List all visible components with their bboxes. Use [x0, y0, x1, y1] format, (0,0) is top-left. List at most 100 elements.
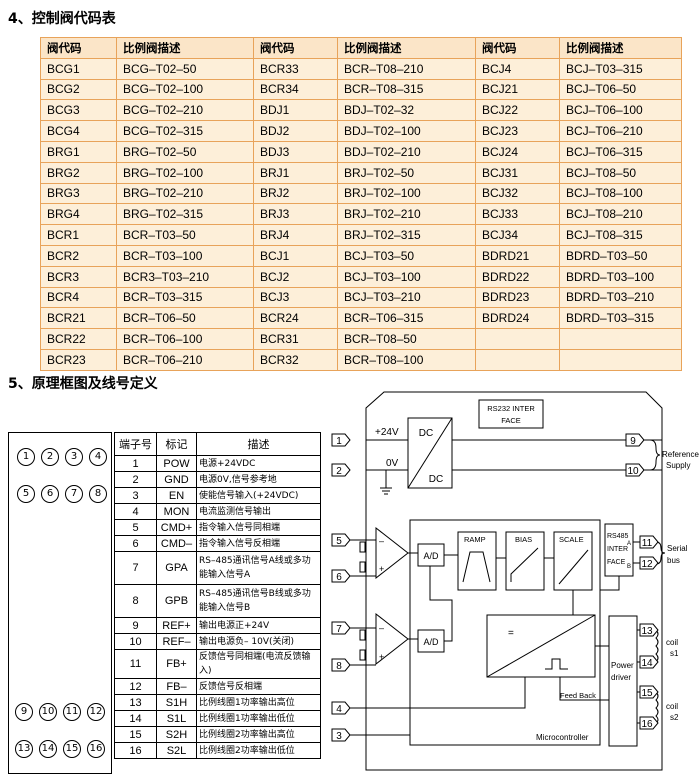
power-driver-box	[608, 615, 638, 747]
code-cell: BCR33	[253, 57, 338, 80]
pin-cell: REF+	[156, 617, 197, 634]
code-cell: BCR–T06–315	[337, 307, 476, 330]
coil-s2-label-1: coil	[666, 702, 678, 711]
code-cell: BCJ3	[253, 286, 338, 309]
code-cell: BCR3–T03–210	[116, 265, 254, 288]
pin-cell: MON	[156, 503, 197, 520]
wire-ad-lower-up	[429, 566, 453, 642]
diagram-terminal-11: 11	[639, 535, 659, 549]
code-cell: BCJ–T08–315	[559, 224, 682, 246]
section-4-title: 4、控制阀代码表	[8, 11, 116, 27]
zero-v-label: 0V	[386, 458, 399, 469]
code-cell: BCJ–T08–210	[559, 203, 682, 226]
pin-header-2: 描述	[196, 432, 321, 456]
terminal-circle-8: 8	[89, 485, 107, 503]
diagram-terminal-9: 9	[625, 433, 645, 447]
diagram-terminal-6: 6	[331, 569, 351, 583]
opamp-lower-plus: +	[379, 652, 384, 662]
pin-cell: 比例线圈2功率输出低位	[196, 742, 321, 759]
reference-brace	[649, 439, 661, 471]
code-cell: BCJ–T08–50	[559, 161, 682, 184]
pin-cell: GPB	[156, 584, 197, 618]
code-cell: BRG–T02–315	[116, 203, 254, 226]
diagram-terminal-14: 14	[639, 655, 659, 669]
pin-cell: S2L	[156, 742, 197, 759]
code-cell: BDRD–T03–50	[559, 244, 682, 267]
opamp-upper-plus: +	[379, 564, 384, 574]
resistor-upper-2	[359, 561, 366, 573]
code-cell: BDRD22	[475, 265, 560, 288]
code-cell: BCG–T02–100	[116, 78, 254, 101]
code-cell: BCJ1	[253, 244, 338, 267]
dcdc-converter	[407, 417, 453, 489]
diagram-terminal-label: 1	[336, 436, 342, 447]
code-cell	[559, 348, 682, 371]
code-cell: BRJ1	[253, 161, 338, 184]
diagram-terminal-1: 1	[331, 433, 351, 447]
code-cell: BDRD23	[475, 286, 560, 309]
diagram-terminal-label: 5	[336, 536, 342, 547]
code-cell: BCJ–T06–210	[559, 120, 682, 142]
terminal-circle-14: 14	[39, 740, 57, 758]
terminal-circle-4: 4	[89, 448, 107, 466]
resistor-lower-1	[359, 629, 366, 641]
serial-label-2: bus	[667, 556, 680, 565]
opamp-lower-minus: –	[379, 623, 384, 633]
diagram-terminal-12: 12	[639, 556, 659, 570]
diagram-terminal-label: 4	[336, 704, 342, 715]
pin-cell: S2H	[156, 726, 197, 743]
code-cell: BCR31	[253, 328, 338, 350]
code-cell: BCR3	[40, 265, 117, 288]
code-cell: BCG–T02–315	[116, 120, 254, 142]
dcdc-diagonal	[407, 417, 453, 489]
diagram-terminal-label: 7	[336, 624, 342, 635]
rs485-b-label: B	[627, 564, 631, 570]
opamp-upper	[375, 526, 409, 580]
serial-label-1: Serial	[667, 544, 688, 553]
code-cell: BCJ2	[253, 265, 338, 288]
code-cell: BRG4	[40, 203, 117, 226]
section-5-title: 5、原理框图及线号定义	[8, 376, 158, 392]
serial-brace	[655, 541, 666, 565]
pwm-pulse-symbol	[545, 658, 568, 670]
diagram-terminal-10: 10	[625, 463, 645, 477]
scale-curve	[558, 549, 589, 585]
ramp-curve	[462, 551, 491, 583]
code-cell: BCJ33	[475, 203, 560, 226]
code-cell: BDRD–T03–100	[559, 265, 682, 288]
code-cell: BCR22	[40, 328, 117, 350]
resistor-lower-2	[359, 649, 366, 661]
pin-header-0: 端子号	[114, 432, 157, 456]
code-cell: BDJ–T02–32	[337, 99, 476, 122]
resistor-upper-1	[359, 541, 366, 553]
rs485-label-1: RS485	[607, 533, 629, 540]
terminal-circle-13: 13	[15, 740, 33, 758]
code-cell: BCG1	[40, 57, 117, 80]
code-cell: BCR–T08–315	[337, 78, 476, 101]
terminal-circle-9: 9	[15, 703, 33, 721]
microcontroller-box	[409, 519, 601, 746]
diagram-terminal-label: 13	[641, 626, 653, 637]
code-header-5: 比例阀描述	[559, 37, 682, 59]
pwm-diagonal	[486, 614, 596, 678]
code-cell: BDRD24	[475, 307, 560, 330]
coil-s2-label-2: s2	[670, 713, 679, 722]
pin-cell: RS–485通讯信号A线或多功能输入信号A	[196, 551, 321, 585]
code-cell: BCR–T06–50	[116, 307, 254, 330]
feedback-label: Feed Back	[560, 691, 596, 700]
terminal-circle-3: 3	[65, 448, 83, 466]
code-header-4: 阀代码	[475, 37, 560, 59]
code-cell: BDJ1	[253, 99, 338, 122]
code-cell: BRG–T02–50	[116, 140, 254, 163]
code-cell: BCR21	[40, 307, 117, 330]
